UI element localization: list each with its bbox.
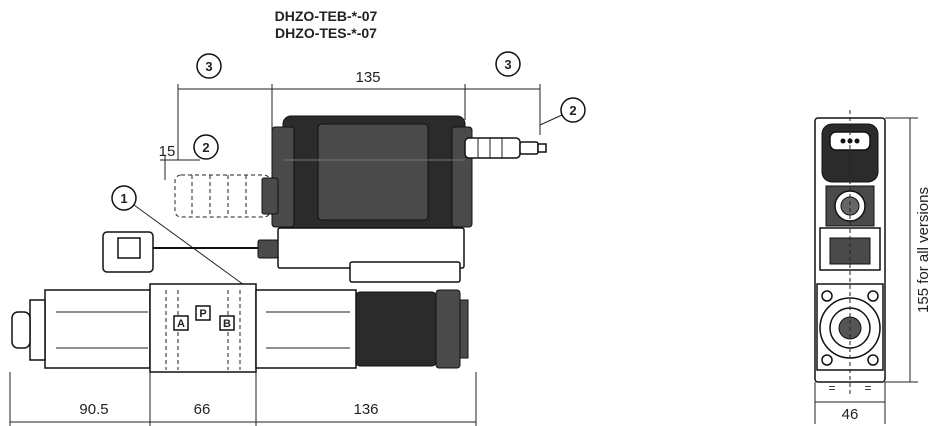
svg-text:P: P	[199, 308, 206, 320]
port-a: A	[173, 315, 189, 331]
dim-66: 66	[194, 401, 211, 418]
port-p: P	[195, 305, 211, 321]
dim-15: 15	[159, 143, 176, 160]
dim-135: 135	[355, 69, 380, 86]
callout-2-right: 2	[539, 97, 586, 126]
callout-1: 1	[111, 185, 245, 286]
title-line-1: DHZO-TEB-*-07	[275, 8, 378, 24]
electronics-housing	[271, 115, 473, 283]
equal-mark-left: =	[828, 381, 835, 395]
bottom-dimension-lines	[9, 372, 477, 426]
callout-3-left: 3	[196, 53, 222, 79]
callout-2-left: 2	[193, 134, 219, 160]
svg-text:2: 2	[202, 140, 209, 155]
solenoid-plug	[102, 231, 279, 273]
dim-90-5: 90.5	[79, 401, 108, 418]
svg-text:A: A	[177, 318, 185, 330]
top-dimension-lines	[160, 84, 541, 180]
port-b: B	[219, 315, 235, 331]
dim-155: 155 for all versions	[915, 187, 932, 313]
svg-text:2: 2	[569, 103, 576, 118]
svg-text:3: 3	[205, 59, 212, 74]
valve-body	[11, 283, 469, 373]
side-view	[814, 110, 886, 395]
callout-3-right: 3	[495, 51, 521, 77]
dim-136: 136	[353, 401, 378, 418]
dim-46: 46	[842, 406, 859, 423]
side-dimension-lines	[814, 117, 918, 424]
equal-mark-right: =	[864, 381, 871, 395]
svg-text:1: 1	[120, 191, 127, 206]
right-main-connector	[464, 137, 547, 159]
left-connector-ghost	[174, 174, 279, 218]
svg-text:3: 3	[504, 57, 511, 72]
title-line-2: DHZO-TES-*-07	[275, 25, 377, 41]
svg-text:B: B	[223, 318, 231, 330]
